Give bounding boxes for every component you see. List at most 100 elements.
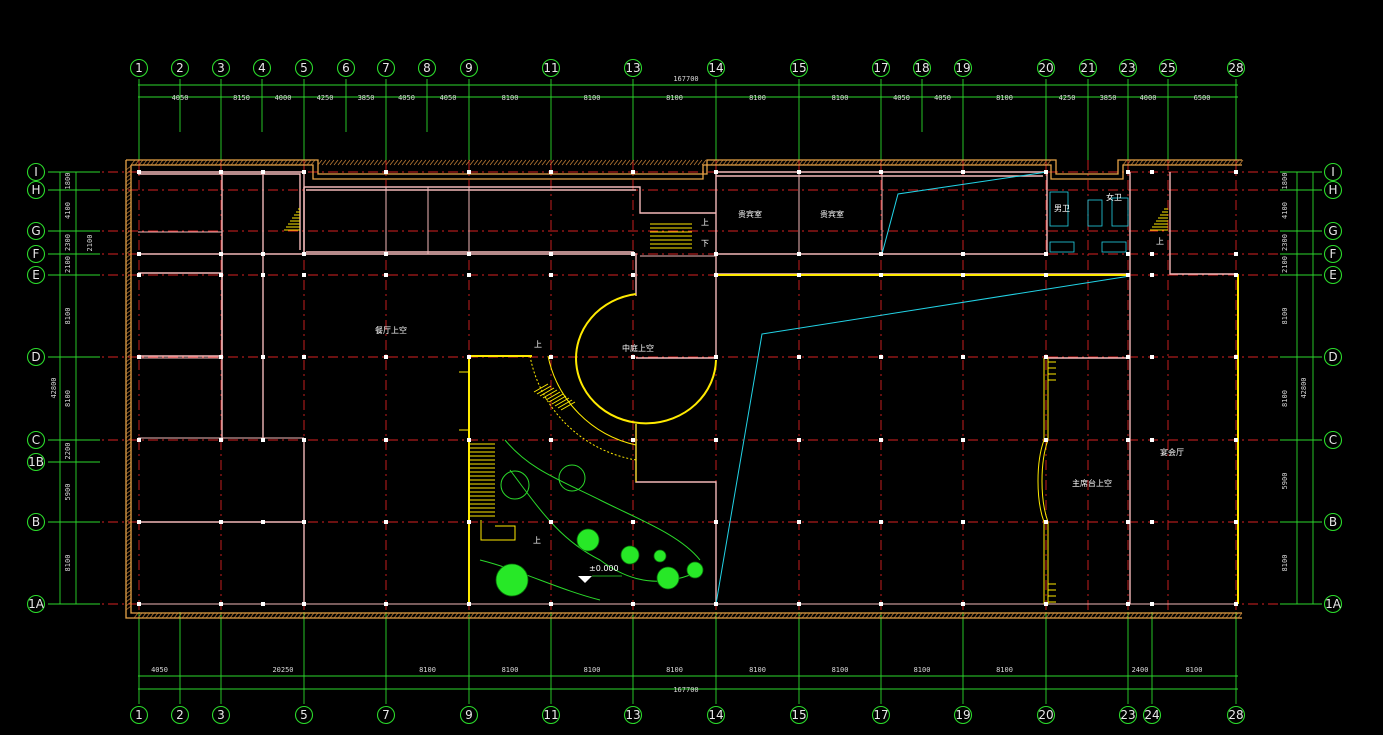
column-marker — [961, 602, 965, 606]
column-marker — [631, 170, 635, 174]
column-marker — [1234, 520, 1238, 524]
axis-bubble-right: I — [1323, 162, 1343, 182]
elevation-label: ±0.000 — [589, 564, 619, 573]
column-marker — [549, 602, 553, 606]
column-marker — [1150, 438, 1154, 442]
dimension-text: 4100 — [64, 202, 72, 219]
column-marker — [1044, 602, 1048, 606]
axis-bubble-top: 21 — [1078, 58, 1098, 78]
dimension-text: 4050 — [440, 94, 457, 102]
dimension-text: 4000 — [1140, 94, 1157, 102]
svg-text:25: 25 — [1160, 61, 1175, 75]
svg-text:F: F — [33, 247, 40, 261]
column-marker — [714, 602, 718, 606]
axis-bubble-left: D — [26, 347, 46, 367]
axis-bubble-top: 11 — [541, 58, 561, 78]
dimension-text: 8100 — [1281, 390, 1289, 407]
column-marker — [631, 438, 635, 442]
dimension-text: 8100 — [914, 666, 931, 674]
axis-bubble-bottom: 9 — [459, 705, 479, 725]
column-marker — [549, 438, 553, 442]
axis-bubble-bottom: 23 — [1118, 705, 1138, 725]
column-marker — [219, 438, 223, 442]
column-marker — [1150, 252, 1154, 256]
column-marker — [879, 170, 883, 174]
column-marker — [879, 520, 883, 524]
column-marker — [549, 170, 553, 174]
column-marker — [714, 170, 718, 174]
dimension-text: 2400 — [1132, 666, 1149, 674]
svg-text:20: 20 — [1038, 61, 1053, 75]
dimension-text: 4050 — [934, 94, 951, 102]
column-marker — [1044, 520, 1048, 524]
svg-text:1: 1 — [135, 708, 143, 722]
column-marker — [261, 438, 265, 442]
column-marker — [1044, 355, 1048, 359]
column-marker — [467, 170, 471, 174]
column-marker — [1126, 438, 1130, 442]
room-label: 餐厅上空 — [375, 325, 407, 335]
dimension-text: 8100 — [584, 94, 601, 102]
feature-walls — [284, 208, 1239, 604]
axis-bubble-bottom: 11 — [541, 705, 561, 725]
column-marker — [879, 355, 883, 359]
svg-text:17: 17 — [873, 708, 888, 722]
svg-text:11: 11 — [543, 708, 558, 722]
column-marker — [219, 273, 223, 277]
column-marker — [137, 438, 141, 442]
axis-bubble-bottom: 15 — [789, 705, 809, 725]
dimension-text: 6500 — [1194, 94, 1211, 102]
room-label: 贵宾室 — [738, 209, 762, 219]
dimension-text: 2100 — [64, 256, 72, 273]
column-marker — [714, 520, 718, 524]
column-marker — [714, 355, 718, 359]
column-marker — [137, 273, 141, 277]
svg-text:C: C — [32, 433, 40, 447]
svg-text:1A: 1A — [1325, 597, 1342, 611]
column-marker — [302, 273, 306, 277]
column-marker — [1126, 273, 1130, 277]
column-marker — [1234, 273, 1238, 277]
axis-bubble-top: 6 — [336, 58, 356, 78]
column-marker — [631, 355, 635, 359]
column-marker — [302, 170, 306, 174]
column-marker — [1150, 355, 1154, 359]
column-marker — [384, 355, 388, 359]
dimension-text: 8100 — [419, 666, 436, 674]
axis-bubble-top: 28 — [1226, 58, 1246, 78]
axis-bubble-top: 3 — [211, 58, 231, 78]
dimension-text: 4000 — [275, 94, 292, 102]
dimension-text: 4050 — [172, 94, 189, 102]
dimension-total: 42800 — [1300, 377, 1308, 398]
restroom-fixtures — [1049, 191, 1129, 253]
axis-bubble-right: E — [1323, 265, 1343, 285]
dimension-text: 8100 — [996, 666, 1013, 674]
axis-bubble-bottom: 2 — [170, 705, 190, 725]
column-marker — [1150, 520, 1154, 524]
columns — [137, 170, 1238, 606]
svg-text:5: 5 — [300, 61, 308, 75]
column-marker — [467, 273, 471, 277]
svg-text:1: 1 — [135, 61, 143, 75]
axis-bubble-left: H — [26, 180, 46, 200]
svg-text:8: 8 — [423, 61, 431, 75]
column-marker — [1126, 252, 1130, 256]
axis-bubble-left: E — [26, 265, 46, 285]
dimension-text: 8150 — [233, 94, 250, 102]
exterior-wall — [125, 159, 1244, 619]
column-marker — [137, 170, 141, 174]
column-marker — [137, 602, 141, 606]
svg-text:B: B — [1329, 515, 1337, 529]
column-marker — [1044, 438, 1048, 442]
dimension-lines — [59, 84, 1314, 690]
svg-text:3: 3 — [217, 708, 225, 722]
svg-text:D: D — [31, 350, 40, 364]
axis-bubble-bottom: 20 — [1036, 705, 1056, 725]
axis-bubble-top: 2 — [170, 58, 190, 78]
dimension-text: 8100 — [749, 94, 766, 102]
dimension-text: 20250 — [272, 666, 293, 674]
dimension-text: 4050 — [893, 94, 910, 102]
axis-bubble-left: 1B — [26, 452, 46, 472]
axis-bubble-right: G — [1323, 221, 1343, 241]
